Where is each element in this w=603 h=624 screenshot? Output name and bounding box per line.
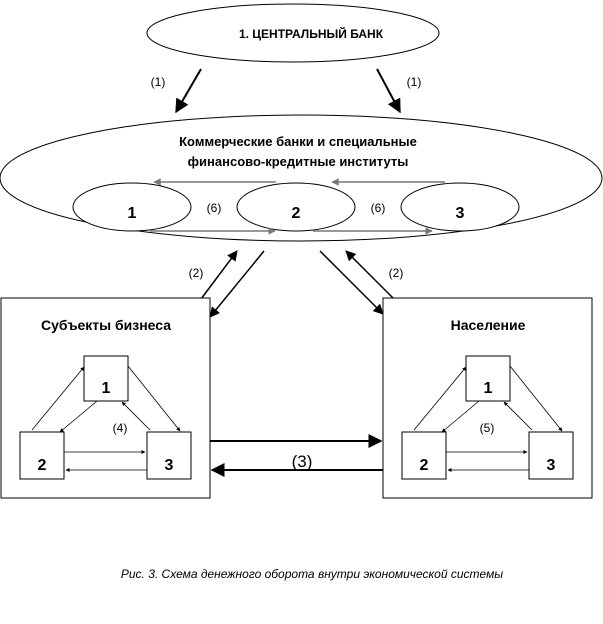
- population-node-3-label: 3: [547, 457, 556, 474]
- arrow-p2-to-p1: [413, 366, 467, 431]
- population-title: Население: [451, 317, 526, 333]
- flow-label-6-right: (6): [371, 201, 386, 215]
- population-node-1: [465, 355, 511, 402]
- population-node-3: [528, 431, 574, 480]
- arrow-banks-to-population: [319, 250, 384, 315]
- bank-ellipse-3: [400, 182, 520, 232]
- bank-3-number: 3: [456, 205, 465, 222]
- figure-caption: Рис. 3. Схема денежного оборота внутри э…: [121, 567, 503, 581]
- flow-label-5: (5): [480, 421, 495, 435]
- business-node-3: [146, 431, 192, 480]
- flow-label-3: (3): [292, 452, 313, 471]
- arrow-banks-to-business: [209, 250, 265, 318]
- commercial-banks-title-line2: финансово-кредитные институты: [188, 154, 409, 169]
- business-title: Субъекты бизнеса: [41, 317, 171, 333]
- bank-ellipse-1: [72, 182, 192, 232]
- business-node-2-label: 2: [38, 457, 47, 474]
- population-node-2: [401, 431, 447, 480]
- arrow-cb-to-banks-right: [376, 68, 401, 114]
- arrow-p3-to-p1: [503, 401, 533, 431]
- arrow-population-to-banks: [345, 250, 394, 299]
- arrow-cb-to-banks-left: [175, 68, 202, 114]
- population-node-2-label: 2: [420, 457, 429, 474]
- arrow-p1-to-p3: [509, 365, 563, 432]
- arrow-b3-to-b1: [121, 401, 151, 431]
- business-node-2: [19, 431, 65, 480]
- central-bank-label: 1. ЦЕНТРАЛЬНЫЙ БАНК: [239, 26, 384, 41]
- central-bank-ellipse: [146, 3, 440, 63]
- flow-label-1-right: (1): [407, 75, 422, 89]
- bank-2-number: 2: [292, 205, 301, 222]
- commercial-banks-title-line1: Коммерческие банки и специальные: [179, 134, 417, 149]
- arrow-b2-to-b1: [31, 366, 85, 431]
- arrow-b1-to-b2: [59, 400, 98, 433]
- flow-label-4: (4): [113, 421, 128, 435]
- arrow-b1-to-b3: [127, 365, 181, 432]
- business-node-1-label: 1: [102, 380, 111, 397]
- arrow-p1-to-p2: [441, 400, 480, 433]
- flow-label-6-left: (6): [207, 201, 222, 215]
- arrow-business-to-banks: [200, 250, 238, 300]
- population-node-1-label: 1: [484, 380, 493, 397]
- business-node-3-label: 3: [165, 457, 174, 474]
- bank-ellipse-2: [236, 182, 356, 232]
- flow-label-2-left: (2): [189, 266, 204, 280]
- bank-1-number: 1: [128, 205, 137, 222]
- business-node-1: [83, 355, 129, 402]
- flow-label-2-right: (2): [389, 266, 404, 280]
- flow-label-1-left: (1): [151, 75, 166, 89]
